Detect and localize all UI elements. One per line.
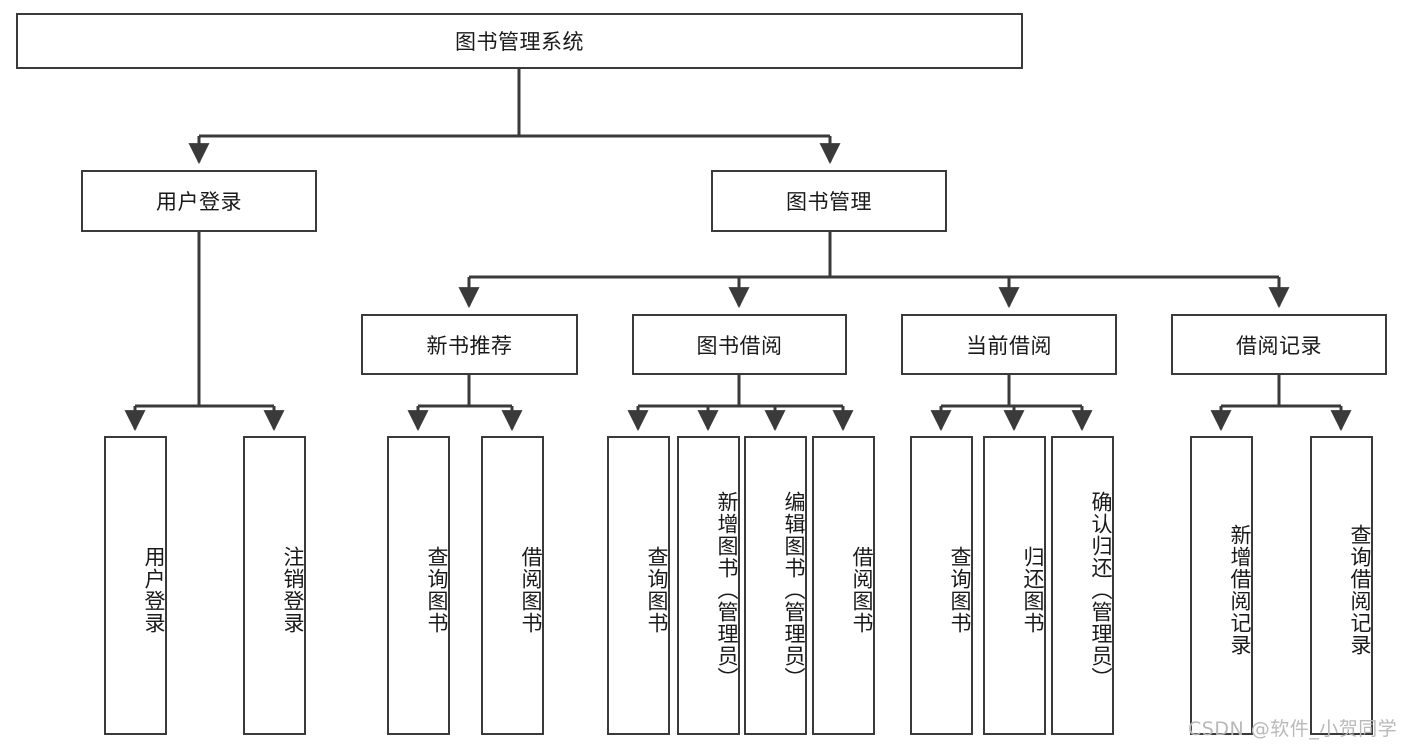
- node-label: 借阅记录: [1236, 333, 1322, 358]
- node-label: 查询图书: [645, 545, 669, 634]
- leaf-borrow-book[interactable]: 借阅图书: [812, 436, 875, 735]
- node-new-book-recommendation[interactable]: 新书推荐: [361, 314, 578, 375]
- node-borrow-record[interactable]: 借阅记录: [1171, 314, 1387, 375]
- node-label: 借阅图书: [850, 545, 874, 634]
- leaf-query-book-borrow[interactable]: 查询图书: [607, 436, 670, 735]
- node-label: 查询图书: [425, 545, 449, 634]
- node-label: 注销登录: [281, 545, 305, 634]
- node-label: 归还图书: [1021, 545, 1045, 634]
- leaf-query-book-current[interactable]: 查询图书: [910, 436, 973, 735]
- node-label: 借阅图书: [519, 545, 543, 634]
- leaf-return-book[interactable]: 归还图书: [983, 436, 1046, 735]
- node-label: 用户登录: [156, 190, 242, 214]
- node-label: 新增借阅记录: [1228, 523, 1252, 656]
- leaf-query-borrow-record[interactable]: 查询借阅记录: [1310, 436, 1373, 735]
- leaf-query-book-newrec[interactable]: 查询图书: [387, 436, 450, 735]
- node-label: 用户登录: [142, 545, 166, 634]
- leaf-borrow-book-newrec[interactable]: 借阅图书: [481, 436, 544, 735]
- leaf-add-book-admin[interactable]: 新增图书（管理员）: [677, 436, 740, 735]
- node-label: 查询图书: [948, 545, 972, 634]
- node-book-borrowing[interactable]: 图书借阅: [632, 314, 847, 375]
- node-label: 图书管理系统: [455, 30, 584, 54]
- node-label: 查询借阅记录: [1348, 523, 1372, 656]
- leaf-confirm-return-admin[interactable]: 确认归还（管理员）: [1051, 436, 1114, 735]
- node-label: 新书推荐: [426, 333, 513, 358]
- leaf-add-borrow-record[interactable]: 新增借阅记录: [1190, 436, 1253, 735]
- node-label: 新增图书（管理员）: [715, 490, 739, 689]
- node-label: 当前借阅: [966, 333, 1052, 358]
- node-current-borrowing[interactable]: 当前借阅: [901, 314, 1117, 375]
- node-root-system[interactable]: 图书管理系统: [16, 13, 1023, 69]
- node-user-login[interactable]: 用户登录: [81, 170, 317, 232]
- node-label: 图书管理: [786, 190, 872, 214]
- node-label: 编辑图书（管理员）: [782, 490, 806, 689]
- leaf-user-login[interactable]: 用户登录: [104, 436, 167, 735]
- node-label: 确认归还（管理员）: [1089, 490, 1113, 689]
- node-book-management[interactable]: 图书管理: [711, 170, 947, 232]
- leaf-edit-book-admin[interactable]: 编辑图书（管理员）: [744, 436, 807, 735]
- node-label: 图书借阅: [696, 333, 783, 358]
- leaf-logout[interactable]: 注销登录: [243, 436, 306, 735]
